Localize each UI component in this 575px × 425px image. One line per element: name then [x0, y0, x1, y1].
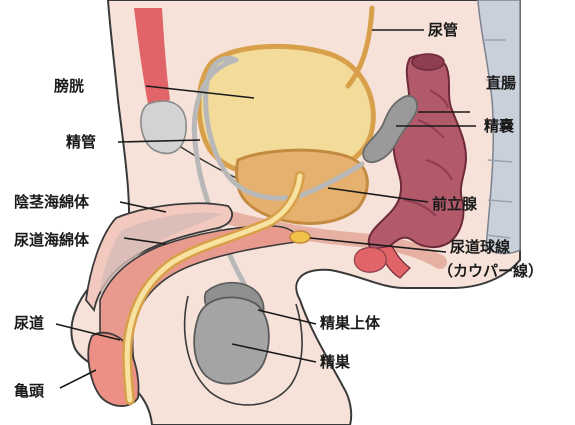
- label-urethra: 尿道: [14, 314, 44, 332]
- testis: [194, 297, 269, 383]
- label-bulbourethral-gland: 尿道球線: [450, 238, 510, 256]
- label-seminal-vesicle: 精嚢: [484, 117, 514, 135]
- label-testis: 精巣: [320, 353, 351, 371]
- label-epididymis: 精巣上体: [320, 314, 381, 332]
- label-rectum: 直腸: [486, 74, 516, 92]
- label-bladder: 膀胱: [54, 77, 84, 95]
- label-vas-deferens: 精管: [66, 133, 96, 151]
- label-prostate: 前立腺: [432, 195, 478, 213]
- label-corpus-spongiosum: 尿道海綿体: [14, 231, 90, 249]
- label-ureter: 尿管: [428, 21, 458, 39]
- bulbourethral-gland: [290, 231, 310, 243]
- rectum-top-opening: [412, 54, 444, 70]
- bulb-tissue: [354, 248, 386, 273]
- label-bulbourethral-gland-alt: （カウパー線）: [438, 262, 543, 280]
- label-glans: 亀頭: [14, 382, 45, 400]
- label-corpus-cavernosum: 陰茎海綿体: [14, 193, 90, 211]
